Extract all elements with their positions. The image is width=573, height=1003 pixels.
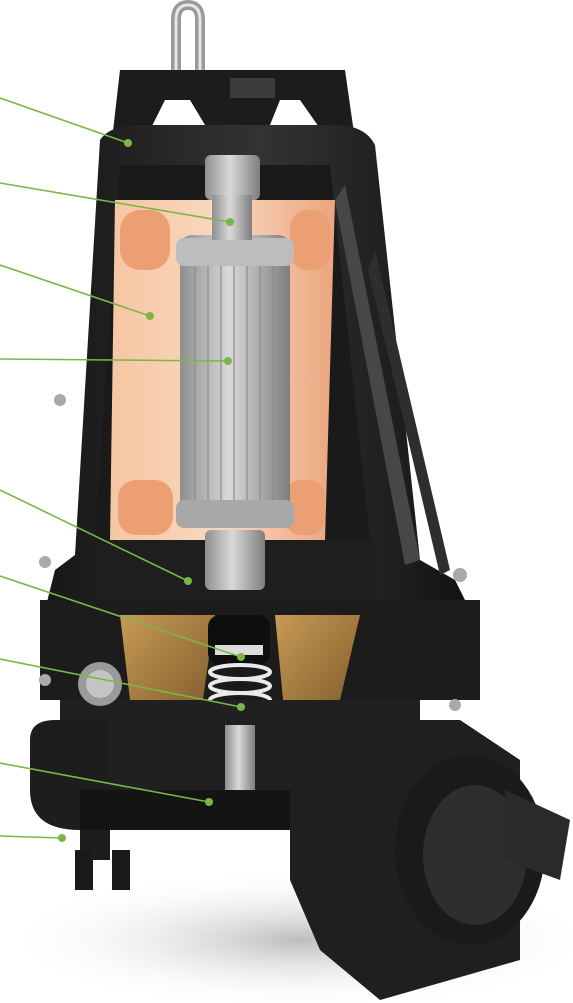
dot-stator-winding: [146, 312, 154, 320]
callout-dots: [58, 139, 245, 842]
leader-stator-winding: [0, 264, 151, 317]
leader-bearing-housing: [0, 489, 189, 582]
leader-lower-seal: [0, 658, 242, 708]
leader-motor-shaft: [0, 182, 231, 223]
lifting-frame: [112, 70, 355, 150]
dot-motor-shaft: [226, 218, 234, 226]
leader-upper-seal: [0, 575, 242, 658]
discharge-flange: [290, 720, 570, 1000]
dot-upper-seal: [237, 653, 245, 661]
dot-rotor: [224, 357, 232, 365]
dot-volute-casing: [58, 834, 66, 842]
rotor: [176, 235, 294, 528]
motor-shaft: [205, 155, 260, 240]
leader-rotor: [0, 358, 229, 362]
dot-lower-seal: [237, 703, 245, 711]
bolts: [39, 394, 467, 711]
upper-mechanical-seal: [208, 615, 270, 665]
bearing-housing: [95, 530, 375, 610]
leader-volute-casing: [0, 835, 63, 839]
lifting-handle: [171, 0, 205, 75]
side-plug: [78, 662, 122, 706]
dot-lifting-frame: [124, 139, 132, 147]
callout-leader-lines: [0, 97, 242, 839]
leader-impeller: [0, 762, 210, 803]
leader-lifting-frame: [0, 97, 129, 144]
dot-impeller: [205, 798, 213, 806]
dot-bearing-housing: [184, 577, 192, 585]
